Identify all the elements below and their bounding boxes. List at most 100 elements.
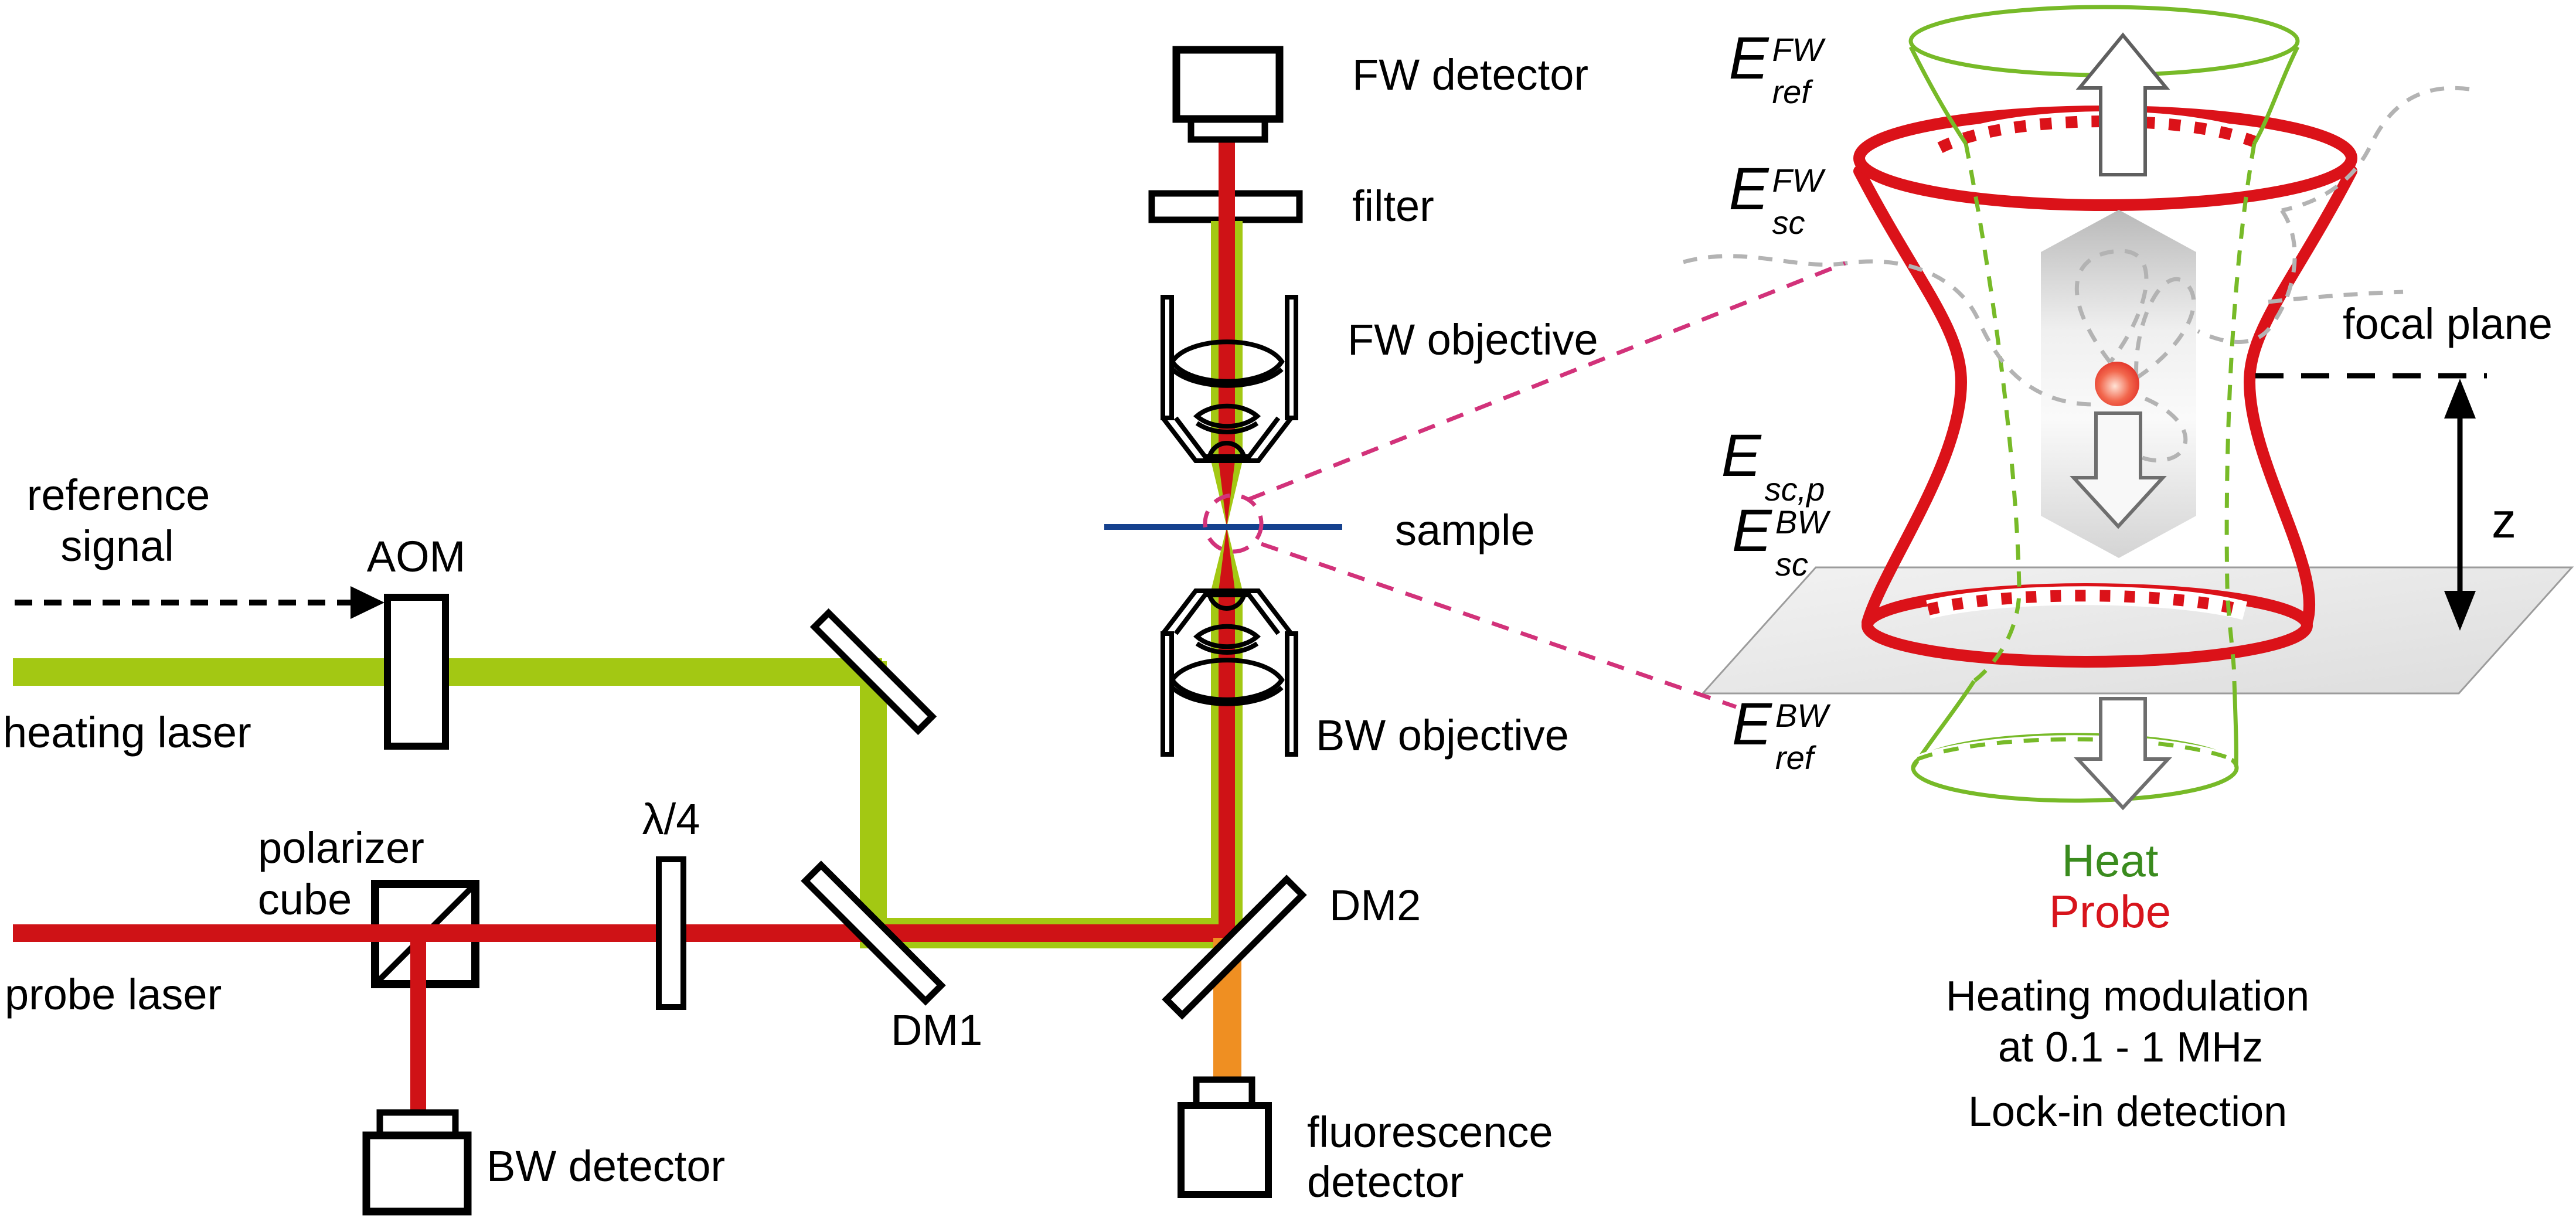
heat-wisp-right-curl [2197,209,2297,344]
z-arrow-head-up [2444,379,2476,419]
efield-ref-bw-main: E [1731,690,1772,757]
label-bw-objective: BW objective [1316,711,1569,760]
probe-hourglass-right [2243,165,2357,628]
fw-objective-left-wall [1161,295,1174,420]
label-reference-line2: signal [60,522,174,570]
fw-objective-big-lens-arc [1170,367,1284,388]
probe-beam-vertical-lower [1219,591,1235,944]
efield-ref-fw-sup: FW [1772,31,1823,68]
dichroic-mirror-dm1 [801,860,946,1006]
downward-wave-arrow-icon [2074,697,2172,811]
quarter-wave-plate [656,856,686,1010]
steering-mirror [809,608,937,736]
label-reference-line1: reference [26,471,210,519]
downward-beam-arrow-icon [2070,411,2167,529]
efield-sc-p-sub: sc,p [1764,471,1825,508]
label-fluorescence-line1: fluorescence [1307,1108,1553,1156]
label-probe-laser: probe laser [5,970,222,1019]
heat-wisp-petal-right [2134,277,2196,380]
label-dm1: DM1 [891,1006,983,1054]
fw-objective-funnel-inner [1173,416,1281,459]
zoom-link-line-upper [1247,261,1846,502]
bw-objective-funnel [1161,588,1294,635]
efield-sc-p-main: E [1721,422,1761,489]
probe-ellipse-dotted-arc [1927,590,2247,617]
efield-sc-bw: E BW sc [1731,497,1829,583]
efield-ref-bw-sup: BW [1775,697,1829,734]
heat-ellipse-dashed-arc [1917,737,2233,761]
label-heat: Heat [2061,835,2159,886]
bw-objective-small-lens-arc [1195,641,1259,655]
heat-cone-top-left-side [1908,46,1968,145]
fluorescence-detector-drawing [1178,1076,1272,1198]
bw-objective-front-lens-dome [1207,590,1247,611]
bw-objective-big-lens [1169,658,1285,702]
label-aom: AOM [366,532,466,581]
label-fw-objective: FW objective [1347,315,1598,364]
efield-sc-p: E sc,p [1721,422,1825,508]
efield-sc-bw-sub: sc [1775,546,1808,583]
efield-sc-bw-main: E [1731,497,1772,564]
efield-sc-fw-sub: sc [1772,204,1805,241]
fw-detector-body [1172,46,1284,123]
efield-sc-fw-sup: FW [1772,162,1823,199]
label-bw-detector: BW detector [486,1142,726,1190]
label-fluorescence-line2: detector [1307,1158,1464,1206]
bw-objective-funnel-inner [1173,593,1281,635]
fw-objective-big-lens [1169,339,1285,384]
bw-detector-body [362,1131,472,1216]
label-lockin: Lock-in detection [1968,1088,2288,1135]
label-filter: filter [1352,182,1434,230]
label-focal-plane: focal plane [2343,300,2553,348]
label-sample: sample [1395,506,1535,554]
fw-objective-right-wall [1285,295,1298,420]
heat-cone-bottom-ellipse [1911,733,2239,803]
bw-objective-right-wall [1285,631,1298,757]
efield-sc-bw-sup: BW [1775,503,1829,540]
heat-wisp-swirl [2132,396,2188,462]
efield-sc-fw: E FW sc [1728,155,1823,241]
label-polarizer-line1: polarizer [258,824,424,872]
fw-objective-drawing [1161,295,1298,463]
efield-ref-bw: E BW ref [1731,690,1829,776]
probe-beam-horizontal [13,924,1235,942]
probe-beam-vertical-upper [1219,140,1235,461]
zoom-link-line-lower [1260,542,1737,709]
fw-objective-funnel [1161,416,1294,463]
red-focus-cone-lower [1219,527,1235,591]
heat-cone-top-right-side [2252,46,2300,145]
heat-cone-dashed-left [1964,143,2022,683]
probe-beam-to-bw-detector [410,933,426,1112]
label-fw-detector: FW detector [1352,50,1588,99]
label-z-axis: z [2492,493,2516,548]
efield-ref-bw-sub: ref [1775,739,1814,776]
aom-box [384,594,449,750]
bw-detector-drawing [362,1109,472,1216]
label-modulation-line1: Heating modulation [1945,973,2310,1020]
efield-ref-fw: E FW ref [1728,25,1823,110]
efield-sc-fw-main: E [1728,155,1769,222]
label-polarizer-line2: cube [257,875,352,924]
label-lambda-quarter: λ/4 [642,795,700,843]
bw-objective-small-lens [1193,624,1261,649]
efield-sc-p-sup [1765,431,1825,464]
label-dm2: DM2 [1329,881,1421,930]
reference-signal-arrow-head [351,586,384,619]
efield-ref-fw-sub: ref [1772,73,1811,110]
heat-wisp-left [1683,254,2093,407]
focus-zoom-circle [1203,493,1264,554]
fw-objective-front-lens-dome [1207,441,1247,461]
heating-beam-vertical [860,661,887,944]
label-probe: Probe [2048,886,2172,937]
heat-cone-bottom-right-side [2232,681,2238,767]
bw-objective-drawing [1161,588,1298,757]
heat-wisps [1683,86,2470,462]
laser-beams [13,140,1243,1112]
bw-objective-left-wall [1161,631,1174,757]
red-focus-cone-upper [1219,461,1235,527]
fluorescence-detector-neck [1193,1076,1255,1109]
efield-ref-fw-main: E [1728,25,1769,91]
heat-wisp-petal-left [2074,249,2149,364]
